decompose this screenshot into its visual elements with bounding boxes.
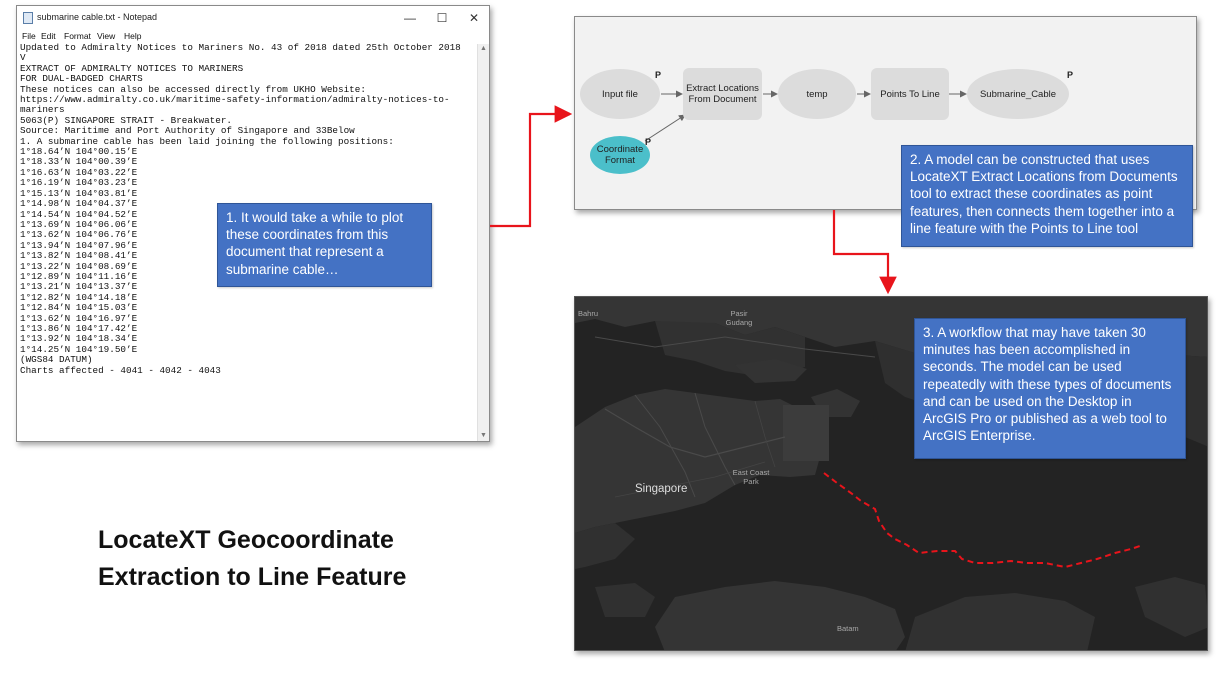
minimize-button[interactable]: — xyxy=(404,11,416,25)
notepad-title: submarine cable.txt - Notepad xyxy=(37,12,158,22)
input-file-param-marker: P xyxy=(655,70,662,80)
western-islands xyxy=(575,523,635,569)
callout-2: 2. A model can be constructed that uses … xyxy=(901,145,1193,247)
submarine-cable-param-marker: P xyxy=(1067,70,1074,80)
notepad-app-icon xyxy=(23,12,33,24)
map-label-batam: Batam xyxy=(837,624,859,633)
close-button[interactable]: ✕ xyxy=(468,11,480,25)
notepad-titlebar[interactable]: submarine cable.txt - Notepad — ☐ ✕ xyxy=(17,6,489,30)
callout-3: 3. A workflow that may have taken 30 min… xyxy=(914,318,1186,459)
pulau-ubin xyxy=(735,359,807,383)
model-connectors xyxy=(644,90,967,142)
model-builder-canvas[interactable]: Input file P Coordinate Format P Extract… xyxy=(574,16,1197,210)
reclamation-area xyxy=(783,405,829,461)
slide-title-line-1: LocateXT Geocoordinate xyxy=(98,526,394,554)
extract-locations-tool-node[interactable]: Extract Locations From Document xyxy=(683,68,762,120)
map-label-bahru: Bahru xyxy=(578,309,599,318)
scroll-down-icon[interactable]: ▼ xyxy=(480,432,487,439)
road-4 xyxy=(594,336,876,358)
notepad-scrollbar[interactable]: ▲ ▼ xyxy=(477,44,489,441)
map-label-east-coast-park: East Coast Park xyxy=(732,468,770,486)
map-label-singapore: Singapore xyxy=(635,483,688,495)
road-6 xyxy=(614,461,766,498)
scroll-up-icon[interactable]: ▲ xyxy=(480,45,487,52)
map-label-pasir-gudang: Pasir Gudang xyxy=(725,309,753,327)
coordinate-format-node[interactable]: Coordinate Format xyxy=(590,136,650,174)
road-3 xyxy=(694,392,736,486)
slide-title-line-2: Extraction to Line Feature xyxy=(98,563,407,591)
road-2 xyxy=(634,394,696,498)
road-1 xyxy=(604,408,786,458)
menu-help[interactable]: Help xyxy=(124,31,142,41)
menu-format[interactable]: Format xyxy=(64,31,91,41)
arrow-model-to-map xyxy=(832,210,897,295)
batam-island xyxy=(655,581,905,650)
arrow-notepad-to-model xyxy=(490,105,573,228)
menu-view[interactable]: View xyxy=(97,31,116,41)
slide-title: LocateXT Geocoordinate Extraction to Lin… xyxy=(98,522,406,596)
temp-node[interactable]: temp xyxy=(778,69,856,119)
maximize-button[interactable]: ☐ xyxy=(436,11,448,25)
coordinate-format-param-marker: P xyxy=(645,137,652,147)
singapore-island xyxy=(575,389,820,533)
points-to-line-tool-node[interactable]: Points To Line xyxy=(871,68,949,120)
submarine-cable-line xyxy=(823,472,1144,569)
small-island-east xyxy=(1135,577,1207,637)
connector-format-to-extract xyxy=(644,114,686,142)
notepad-text-area[interactable]: Updated to Admiralty Notices to Mariners… xyxy=(20,43,461,376)
menu-file[interactable]: File xyxy=(22,31,36,41)
callout-1: 1. It would take a while to plot these c… xyxy=(217,203,432,287)
menu-edit[interactable]: Edit xyxy=(41,31,56,41)
notepad-menubar: File Edit Format View Help xyxy=(17,30,489,44)
bintan-island xyxy=(905,593,1095,650)
submarine-cable-output-node[interactable]: Submarine_Cable xyxy=(967,69,1069,119)
input-file-node[interactable]: Input file xyxy=(580,69,660,119)
road-5 xyxy=(754,400,776,468)
small-island-west xyxy=(595,583,655,617)
